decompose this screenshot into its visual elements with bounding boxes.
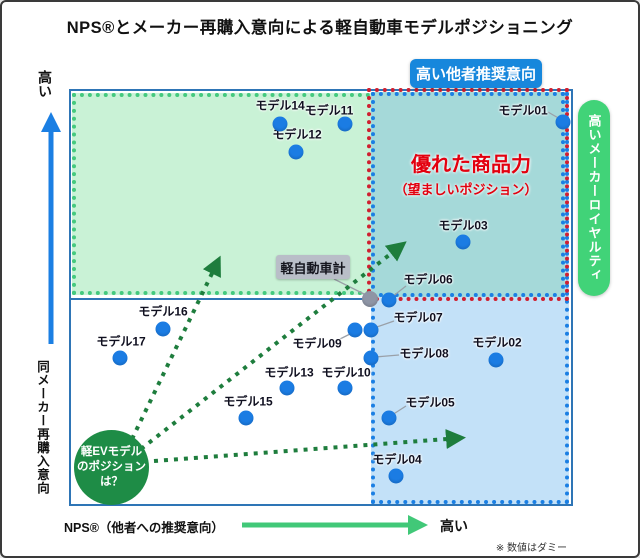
data-point-04[interactable] bbox=[388, 468, 404, 484]
x-axis-label: NPS®（他者への推奨意向） bbox=[64, 521, 224, 535]
point-label-09: モデル09 bbox=[292, 336, 342, 351]
data-point-15[interactable] bbox=[238, 410, 254, 426]
data-point-11[interactable] bbox=[337, 116, 353, 132]
point-label-08: モデル08 bbox=[399, 346, 449, 361]
point-label-13: モデル13 bbox=[264, 365, 314, 380]
y-axis-label: 同メーカー再購入意向 bbox=[35, 360, 49, 495]
data-point-16[interactable] bbox=[155, 321, 171, 337]
point-label-17: モデル17 bbox=[96, 334, 146, 349]
y-axis-high-label: 高い bbox=[37, 70, 53, 98]
ev-circle-line1: 軽EVモデル bbox=[80, 446, 143, 459]
data-point-17[interactable] bbox=[112, 350, 128, 366]
footnote: ※ 数値はダミー bbox=[495, 543, 567, 554]
ev-position-question-circle: 軽EVモデル のポジション は？ bbox=[74, 430, 149, 505]
data-point-03[interactable] bbox=[455, 234, 471, 250]
point-label-01: モデル01 bbox=[498, 103, 548, 118]
point-label-16: モデル16 bbox=[138, 304, 188, 319]
data-point-01[interactable] bbox=[555, 114, 571, 130]
point-label-04: モデル04 bbox=[372, 452, 422, 467]
quadrant-best-position bbox=[367, 88, 569, 301]
chart-title: NPS®とメーカー再購入意向による軽自動車モデルポジショニング bbox=[66, 19, 574, 37]
badge-high-recommendation: 高い他者推奨意向 bbox=[410, 59, 542, 88]
point-label-11: モデル11 bbox=[304, 103, 354, 118]
point-label-06: モデル06 bbox=[403, 272, 453, 287]
data-point-14[interactable] bbox=[272, 116, 288, 132]
badge-high-loyalty: 高いメーカーロイヤルティ bbox=[578, 100, 610, 296]
ev-circle-line3: は？ bbox=[100, 475, 123, 488]
point-label-05: モデル05 bbox=[405, 395, 455, 410]
plot-area-border bbox=[69, 89, 573, 506]
point-label-07: モデル07 bbox=[393, 310, 443, 325]
point-label-12: モデル12 bbox=[272, 127, 322, 142]
data-point-05[interactable] bbox=[381, 410, 397, 426]
data-point-13[interactable] bbox=[279, 380, 295, 396]
data-point-10[interactable] bbox=[337, 380, 353, 396]
point-label-14: モデル14 bbox=[255, 98, 305, 113]
data-point-kei-total[interactable] bbox=[362, 291, 378, 307]
data-point-06[interactable] bbox=[381, 292, 397, 308]
best-position-line2: （望ましいポジション） bbox=[394, 182, 538, 197]
data-point-12[interactable] bbox=[288, 144, 304, 160]
ev-circle-line2: のポジション bbox=[77, 461, 146, 474]
point-label-02: モデル02 bbox=[472, 335, 522, 350]
best-position-message: 優れた商品力 （望ましいポジション） bbox=[390, 148, 552, 198]
data-point-07[interactable] bbox=[363, 322, 379, 338]
point-label-15: モデル15 bbox=[223, 394, 273, 409]
point-label-03: モデル03 bbox=[438, 218, 488, 233]
data-point-02[interactable] bbox=[488, 352, 504, 368]
kei-total-label: 軽自動車計 bbox=[276, 255, 350, 279]
best-position-line1: 優れた商品力 bbox=[411, 154, 531, 176]
point-label-10: モデル10 bbox=[321, 365, 371, 380]
data-point-09[interactable] bbox=[347, 322, 363, 338]
x-axis-high-label: 高い bbox=[440, 518, 468, 534]
